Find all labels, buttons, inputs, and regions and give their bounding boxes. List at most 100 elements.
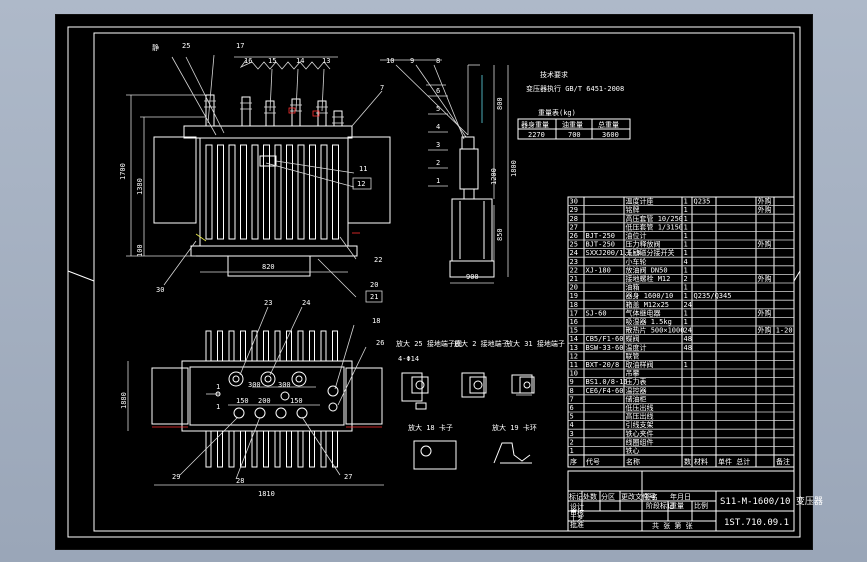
bom-header-cell: 数 [684, 457, 691, 466]
radiator-fin-plan [205, 330, 212, 362]
dim-side-top: 800 [496, 97, 504, 110]
bom-cell: 6 [570, 404, 574, 412]
dim-side-low: 850 [496, 228, 504, 241]
callout-22: 22 [374, 256, 382, 264]
signoff-role: 批准 [570, 520, 584, 529]
bom-cell: BJT-250 [586, 241, 616, 249]
bom-cell: 48 [684, 344, 692, 352]
side-callout-1: 1 [436, 177, 440, 185]
weight-v2: 700 [568, 131, 581, 139]
bom-header-cell: 单件 总计 [718, 457, 750, 466]
plan-side-mark: 1 [216, 383, 220, 391]
bom-cell: 吊攀 [626, 369, 640, 378]
radiator-fin-plan [228, 430, 235, 468]
bom-cell: BS1.0/8-16 [586, 378, 628, 386]
detail-1-title: 放大 25 接地端子图 [396, 339, 462, 348]
signoff-role: 工艺 [570, 515, 584, 523]
bom-cell: 高压出线 [626, 412, 654, 421]
bushing [317, 100, 327, 127]
signoff-label: 签名 [644, 492, 658, 501]
bom-cell: BXT-20/8 [586, 361, 620, 369]
signoff-label: 标记 [569, 492, 583, 501]
plan-callout-29: 29 [172, 473, 180, 481]
bom-cell: 箱盖 M12x25 [626, 300, 670, 309]
side-callout-2: 2 [436, 159, 440, 167]
weight-v1: 2270 [528, 131, 545, 139]
signoff-role: 审核 [570, 508, 584, 517]
plan-callout-18: 18 [372, 317, 380, 325]
bom-cell: Q235 [694, 198, 711, 206]
bom-cell: 2 [570, 438, 574, 446]
bom-cell: 压力表 [626, 377, 647, 386]
bom-cell: 散热片 500×1000 [626, 326, 685, 335]
plan-callout-24: 24 [302, 299, 310, 307]
bom-cell: 20 [570, 284, 578, 292]
bom-cell: 外购 [758, 308, 772, 317]
bom-cell: 4 [684, 258, 688, 266]
bom-cell: 放油阀 DN50 [626, 265, 668, 274]
radiator-fin-plan [205, 430, 212, 468]
radiator-fin-plan [263, 330, 269, 362]
bom-cell: 24 [684, 327, 692, 335]
radiator-fin-plan [332, 430, 338, 468]
signoff-label: 分区 [601, 492, 615, 501]
plan-view [127, 306, 384, 486]
bom-cell: 接地螺栓 M12 [626, 274, 671, 283]
bom-cell: 取油样阀 [626, 360, 654, 369]
bom-cell: 温控器 [626, 386, 647, 395]
bom-cell: 油箱 [626, 283, 640, 292]
radiator-fin-plan [240, 330, 246, 362]
bom-cell: 压力释放阀 [626, 240, 661, 249]
bom-cell: 10 [570, 370, 578, 378]
bom-cell: 16 [570, 318, 578, 326]
tech-line1: 变压器执行 GB/T 6451-2008 [526, 84, 624, 93]
plan-callout-26: 26 [376, 339, 384, 347]
bom-cell: 25 [570, 241, 578, 249]
bom-cell: 高压套管 10/250 [626, 214, 684, 223]
bom-cell: 无励磁分接开关 [626, 248, 675, 257]
bom-cell: 23 [570, 258, 578, 266]
bom-cell: 1 [684, 292, 688, 300]
plan-callout-23: 23 [264, 299, 272, 307]
bom-cell: CE6/F4-60 [586, 387, 624, 395]
side-callout-5: 5 [436, 105, 440, 113]
weight-v3: 3600 [602, 131, 619, 139]
dim-plan-150a: 150 [236, 397, 249, 405]
tech-title: 技术要求 [540, 70, 568, 79]
bom-header-cell: 名称 [626, 457, 640, 466]
detail-views [401, 372, 535, 470]
bom-cell: 联管 [626, 351, 640, 360]
bom-cell: 1 [684, 215, 688, 223]
bom-cell: 24 [684, 301, 692, 309]
bom-cell: 低压出线 [626, 403, 654, 412]
bom-cell: 15 [570, 327, 578, 335]
callout-11: 11 [359, 165, 367, 173]
radiator-fin [286, 144, 293, 240]
dim-plan-200: 200 [258, 397, 271, 405]
callout-15: 15 [268, 57, 276, 65]
bom-header-cell: 材料 [694, 457, 708, 466]
bom-cell: 11 [570, 361, 578, 369]
bushing [333, 110, 343, 127]
bom-cell: 18 [570, 301, 578, 309]
dim-plan-150b: 150 [290, 397, 303, 405]
dim-plan-height: 1880 [120, 392, 128, 409]
dim-side-base: 900 [466, 273, 479, 281]
bom-cell: 气体继电器 [626, 308, 661, 317]
bom-cell: 29 [570, 206, 578, 214]
bom-cell: 26 [570, 232, 578, 240]
bom-cell: 外购 [758, 240, 772, 249]
bom-cell: 1 [684, 241, 688, 249]
bom-cell: 1 [684, 232, 688, 240]
callout-21: 21 [370, 293, 378, 301]
bom-header-cell: 备注 [776, 457, 790, 466]
bom-cell: 7 [570, 395, 574, 403]
radiator-fin-plan [297, 430, 304, 468]
plan-callout-27: 27 [344, 473, 352, 481]
dim-plan-300a: 300 [248, 381, 261, 389]
bom-cell: Q235/Q345 [694, 292, 732, 300]
bom-cell: 1 [684, 206, 688, 214]
bom-cell: 外购 1-20 [758, 326, 793, 335]
dim-plan-width: 1810 [258, 490, 275, 498]
bom-cell: 1 [684, 318, 688, 326]
